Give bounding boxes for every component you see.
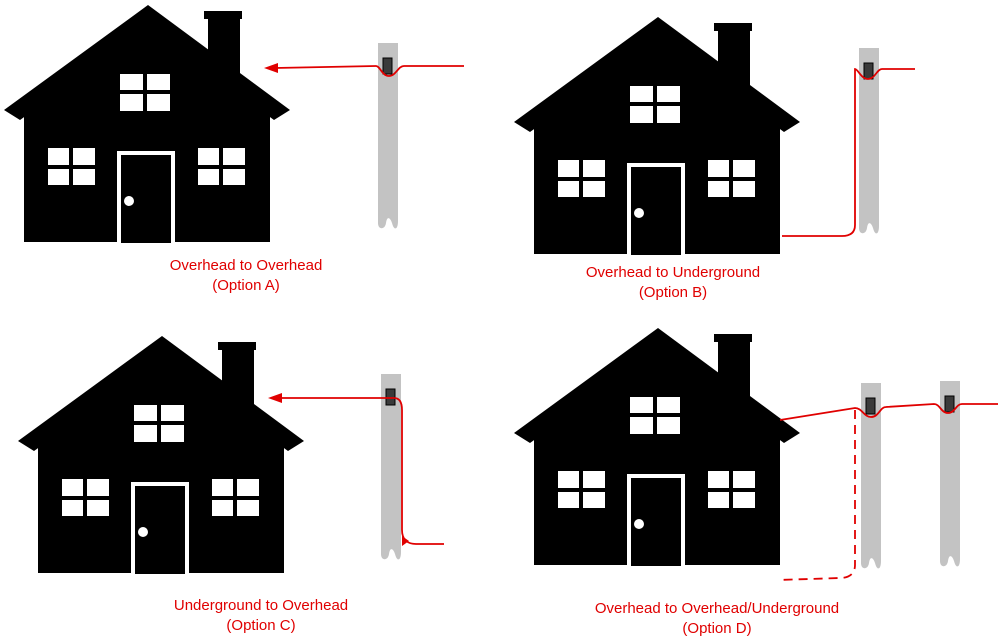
caption-title-d: Overhead to Overhead/Underground [594, 600, 840, 617]
option-d-group [514, 328, 998, 581]
utility-pole-d2 [939, 380, 961, 567]
caption-option-c: Underground to Overhead (Option C) [101, 596, 421, 636]
overhead-service-wire-d [779, 403, 998, 421]
utility-pole-c [380, 373, 402, 560]
house-d [514, 328, 800, 566]
option-b-group [514, 17, 915, 255]
option-a-group [4, 5, 464, 243]
caption-option-label-a: (Option A) [212, 277, 280, 294]
caption-option-label-b: (Option B) [638, 284, 708, 301]
caption-title-b: Overhead to Underground [585, 264, 761, 281]
underground-service-wire-b [782, 68, 915, 237]
option-c-group [18, 336, 444, 574]
riser-marker-c [402, 536, 409, 546]
house-c [18, 336, 304, 574]
house-b [514, 17, 800, 255]
arrowhead-a [264, 63, 278, 73]
utility-pole-d1 [860, 382, 882, 569]
caption-option-d: Overhead to Overhead/Underground (Option… [557, 599, 877, 639]
overhead-service-wire-a [274, 65, 464, 77]
house-a [4, 5, 290, 243]
overhead-service-wire-c [280, 397, 444, 545]
caption-option-label-c: (Option C) [226, 617, 296, 634]
arrowhead-c [268, 393, 282, 403]
caption-title-a: Overhead to Overhead [169, 257, 323, 274]
caption-title-c: Underground to Overhead [173, 597, 349, 614]
caption-option-b: Overhead to Underground (Option B) [513, 263, 833, 303]
caption-option-a: Overhead to Overhead (Option A) [86, 256, 406, 296]
caption-option-label-d: (Option D) [682, 620, 752, 637]
underground-service-wire-d [777, 410, 856, 581]
